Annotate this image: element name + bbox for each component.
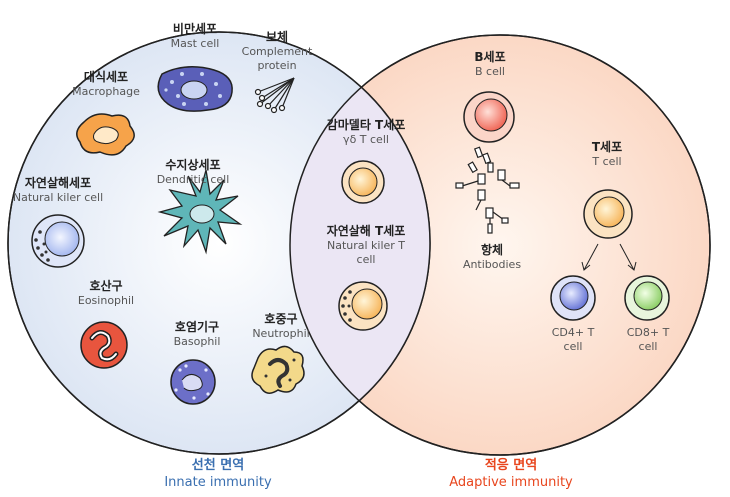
t-cell-label: T세포 T cell [592, 140, 622, 169]
eosinophil-label: 호산구 Eosinophil [78, 279, 134, 308]
cd8-en: CD8+ T cell [626, 326, 670, 353]
mast-cell-en: Mast cell [170, 37, 220, 50]
neutrophil-label: 호중구 Neutrophil [252, 312, 309, 341]
mast-cell-label: 비만세포 Mast cell [171, 22, 220, 51]
antibodies-icon [455, 146, 520, 234]
natural-killer-cell-icon [31, 214, 85, 268]
cd4-label: CD4+ T cell [551, 326, 595, 354]
basophil-en: Basophil [173, 335, 221, 348]
gdt-en: γδ T cell [343, 133, 389, 146]
nk-label: 자연살해세포 Natural kiler cell [13, 176, 103, 205]
nkt-en: Natural kiler T cell [326, 239, 406, 266]
macrophage-ko: 대식세포 [83, 70, 129, 84]
innate-ko: 선천 면역 [191, 458, 245, 473]
gdt-ko: 감마델타 T세포 [326, 118, 406, 132]
cd4-t-cell-icon [550, 275, 596, 321]
adaptive-ko: 적응 면역 [484, 458, 538, 473]
gdt-label: 감마델타 T세포 γδ T cell [327, 118, 406, 147]
macrophage-icon [76, 113, 135, 156]
antibodies-en: Antibodies [462, 258, 522, 271]
cd4-en: CD4+ T cell [551, 326, 595, 353]
b-cell-label: B세포 B cell [474, 50, 505, 79]
dendritic-cell-icon [157, 169, 243, 255]
antibodies-ko: 항체 [480, 243, 504, 257]
eosinophil-icon [80, 321, 128, 369]
natural-killer-t-cell-icon [338, 281, 388, 331]
t-cell-en: T cell [592, 155, 622, 168]
basophil-icon [170, 359, 216, 405]
b-cell-en: B cell [475, 65, 505, 78]
cd8-label: CD8+ T cell [626, 326, 670, 354]
basophil-ko: 호염기구 [174, 320, 220, 334]
basophil-label: 호염기구 Basophil [174, 320, 221, 349]
dendritic-label: 수지상세포 Dendritic cell [157, 158, 230, 187]
innate-immunity-title: 선천 면역 Innate immunity [164, 458, 271, 492]
gamma-delta-t-cell-icon [341, 160, 385, 204]
neutrophil-en: Neutrophil [252, 327, 310, 340]
macrophage-en: Macrophage [72, 85, 140, 98]
nkt-ko: 자연살해 T세포 [326, 224, 406, 238]
adaptive-en: Adaptive immunity [449, 474, 573, 490]
b-cell-icon [463, 91, 515, 143]
complement-en: Complement protein [241, 45, 313, 72]
cd8-t-cell-icon [624, 275, 670, 321]
mast-cell-icon [157, 66, 233, 112]
eosinophil-en: Eosinophil [77, 294, 135, 307]
nkt-label: 자연살해 T세포 Natural kiler T cell [320, 224, 412, 267]
t-cell-icon [583, 189, 633, 239]
t-cell-ko: T세포 [591, 140, 623, 154]
innate-en: Innate immunity [164, 474, 272, 490]
dendritic-ko: 수지상세포 [165, 158, 221, 172]
nk-en: Natural kiler cell [12, 191, 104, 204]
eosinophil-ko: 호산구 [89, 279, 123, 293]
adaptive-immunity-title: 적응 면역 Adaptive immunity [449, 458, 573, 492]
differentiation-arrows [581, 243, 637, 271]
b-cell-ko: B세포 [474, 50, 506, 64]
nk-ko: 자연살해세포 [24, 176, 92, 190]
antibodies-label: 항체 Antibodies [463, 243, 521, 272]
complement-ko: 보체 [265, 30, 289, 44]
macrophage-label: 대식세포 Macrophage [72, 70, 140, 99]
complement-protein-icon [254, 77, 295, 114]
complement-label: 보체 Complement protein [237, 30, 317, 73]
dendritic-en: Dendritic cell [156, 173, 230, 186]
mast-cell-ko: 비만세포 [172, 22, 218, 36]
neutrophil-ko: 호중구 [264, 312, 298, 326]
neutrophil-icon [251, 345, 305, 394]
